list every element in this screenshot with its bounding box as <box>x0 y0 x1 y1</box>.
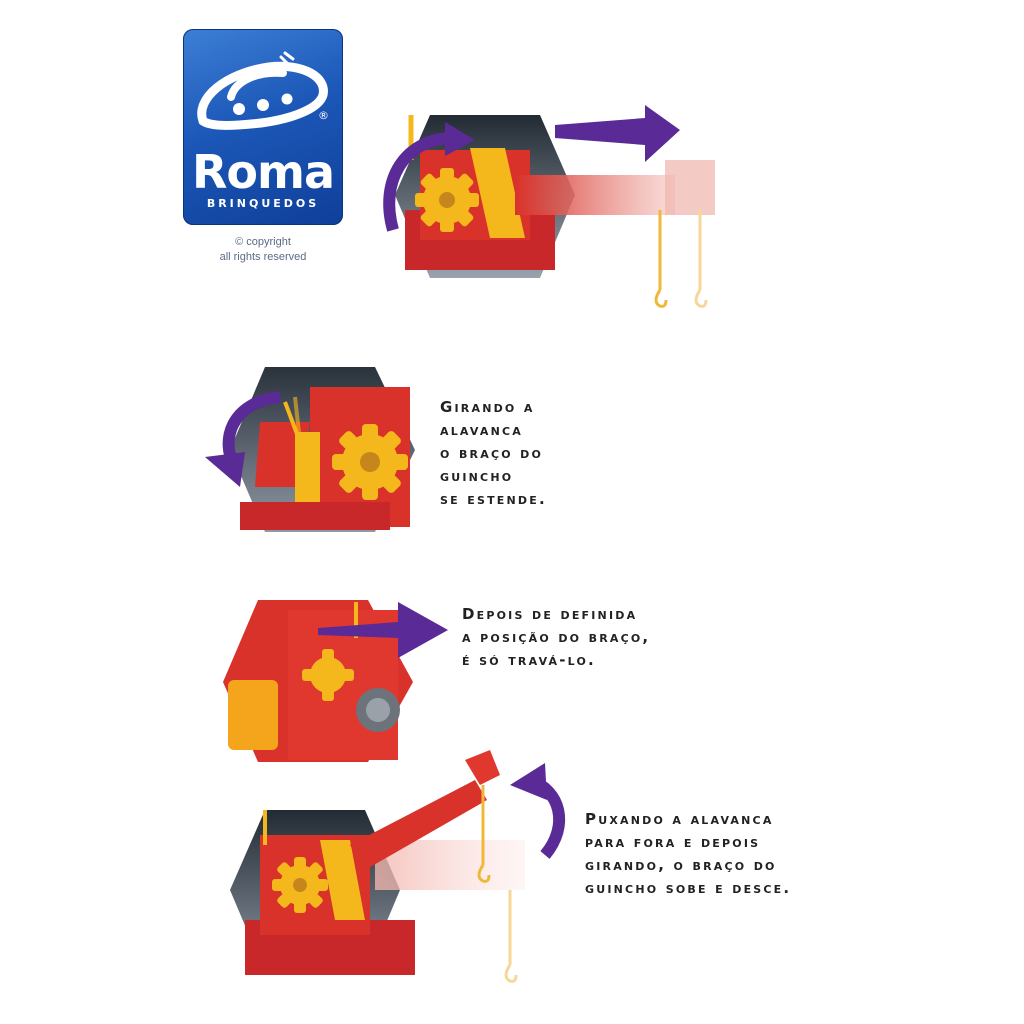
step-2-line-2: a posição do braço, <box>462 628 651 646</box>
registered-mark: ® <box>318 109 329 122</box>
copyright-line: © copyright <box>235 236 291 248</box>
rights-line: all rights reserved <box>219 251 307 263</box>
step-3-line-1: Puxando a alavanca <box>585 810 774 828</box>
step-2-line-3: é só travá-lo. <box>462 651 596 669</box>
step-1-caption: Girando a alavanca o braço do guincho se… <box>440 396 547 511</box>
arm-lock-illustration <box>223 600 448 762</box>
step-3-line-3: girando, o braço do <box>585 856 777 874</box>
crane-raise-illustration <box>230 750 566 983</box>
crane-extended-illustration <box>383 105 715 308</box>
step-1-line-1: Girando a <box>440 398 535 416</box>
step-3-caption: Puxando a alavanca para fora e depois gi… <box>585 808 791 900</box>
step-2-line-1: Depois de definida <box>462 605 638 623</box>
step-3-line-4: guincho sobe e desce. <box>585 879 792 897</box>
flying-saucer-icon <box>197 51 328 130</box>
step-1-line-5: se estende. <box>440 490 547 508</box>
lever-turn-illustration <box>205 367 415 532</box>
brand-subtitle: BRINQUEDOS <box>206 197 320 210</box>
step-3-line-2: para fora e depois <box>585 833 761 851</box>
step-2-caption: Depois de definida a posição do braço, é… <box>462 603 650 672</box>
step-1-line-4: guincho <box>440 467 514 485</box>
step-1-line-2: alavanca <box>440 421 523 439</box>
brand-name: Roma <box>192 145 335 199</box>
roma-logo: ® Roma BRINQUEDOS <box>183 29 343 225</box>
step-1-line-3: o braço do <box>440 444 544 462</box>
